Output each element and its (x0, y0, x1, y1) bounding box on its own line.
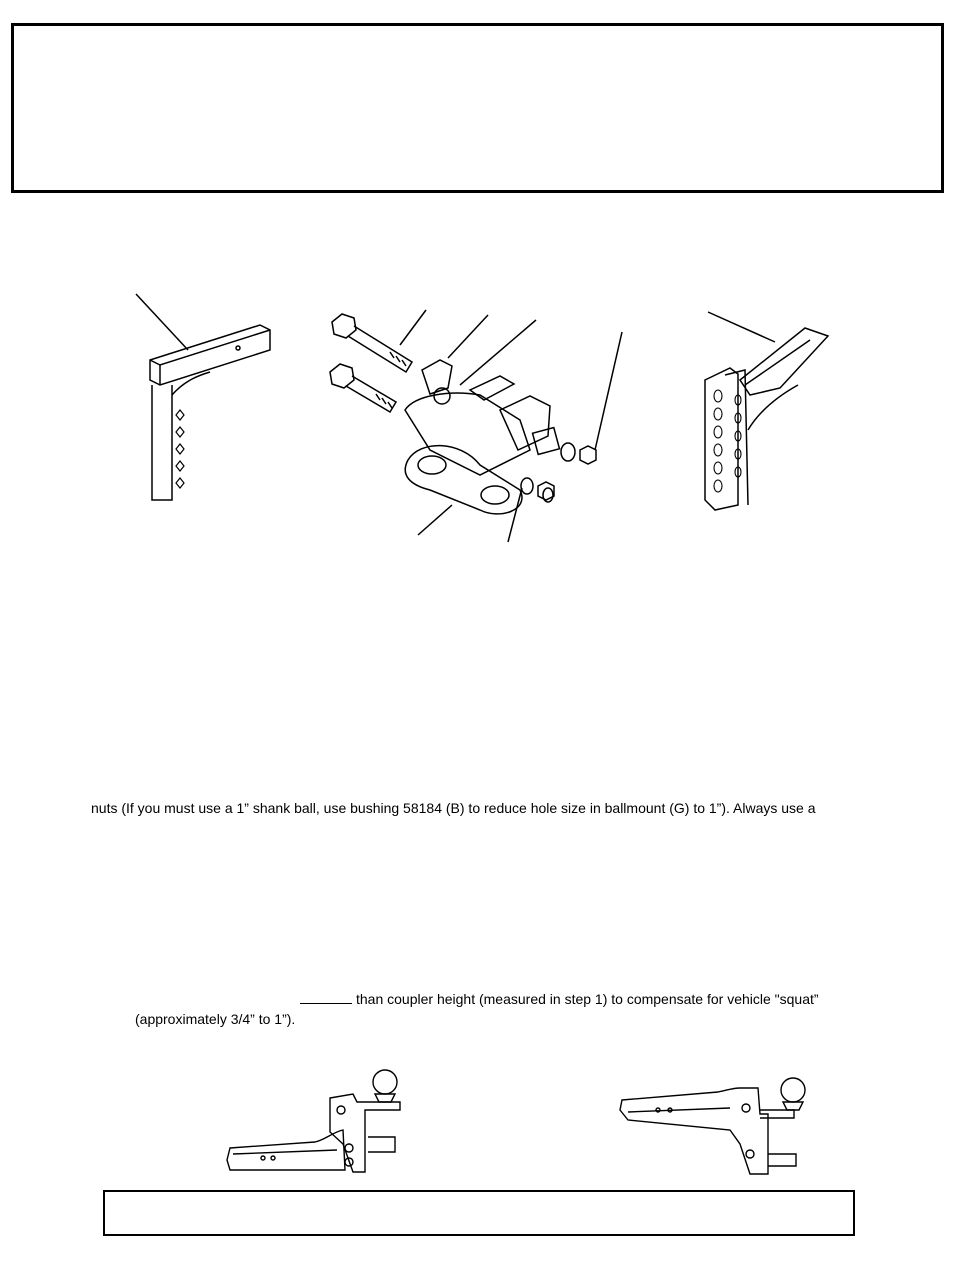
instruction-text-line-3: (approximately 3/4” to 1”). (135, 1011, 296, 1027)
hitch-rise-illustration (619, 1077, 806, 1175)
assembled-hitch-illustration (704, 311, 830, 511)
hitch-drop-illustration (226, 1069, 401, 1173)
shank-illustration (135, 293, 271, 501)
header-box (11, 23, 944, 193)
instruction-text-line-1: nuts (If you must use a 1” shank ball, u… (91, 800, 816, 816)
fill-in-blank (300, 991, 352, 1004)
instruction-text-line-2: than coupler height (measured in step 1)… (300, 990, 819, 1008)
hitch-exploded-view (329, 309, 623, 543)
footer-box (103, 1190, 855, 1236)
